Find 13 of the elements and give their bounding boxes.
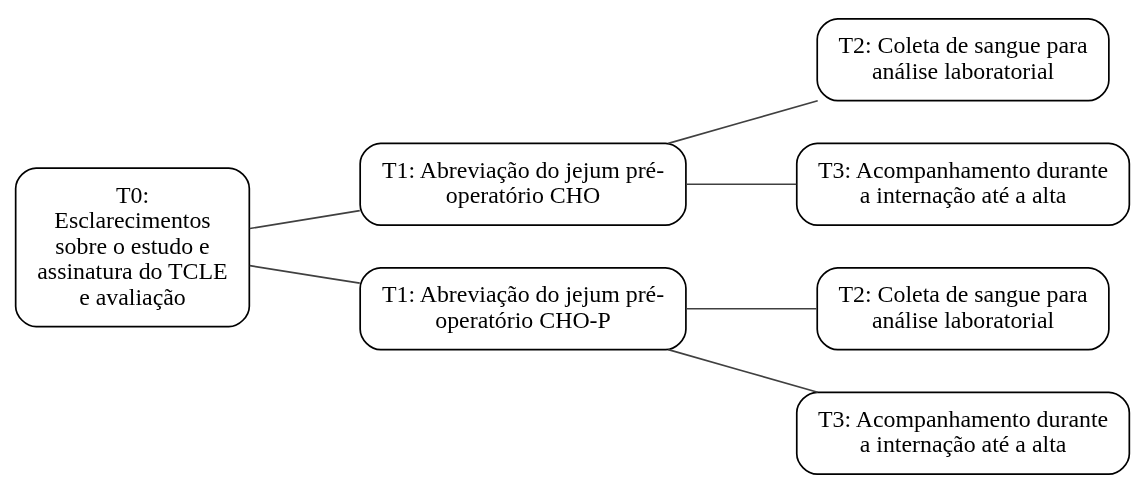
connector <box>667 99 819 144</box>
connector <box>667 348 819 393</box>
node-box: T0: Esclarecimentos sobre o estudo e assinatura do TCLE e avaliação <box>14 166 251 327</box>
node-box: T3: Acompanhamento durante a internação até a alta <box>795 141 1131 226</box>
node-box: T3: Acompanhamento durante a internação até a alta <box>795 390 1131 475</box>
node-box: T1: Abreviação do jejum pré-operatório CHO <box>359 141 687 226</box>
node-box: T2: Coleta de sangue para análise laboratorial <box>816 266 1110 351</box>
node-box: T2: Coleta de sangue para análise laboratorial <box>816 17 1110 102</box>
connector <box>248 209 361 229</box>
connector <box>685 182 798 185</box>
connector <box>685 307 818 310</box>
node-box: T1: Abreviação do jejum pré-operatório CHO-P <box>359 266 687 351</box>
connector <box>248 264 361 284</box>
